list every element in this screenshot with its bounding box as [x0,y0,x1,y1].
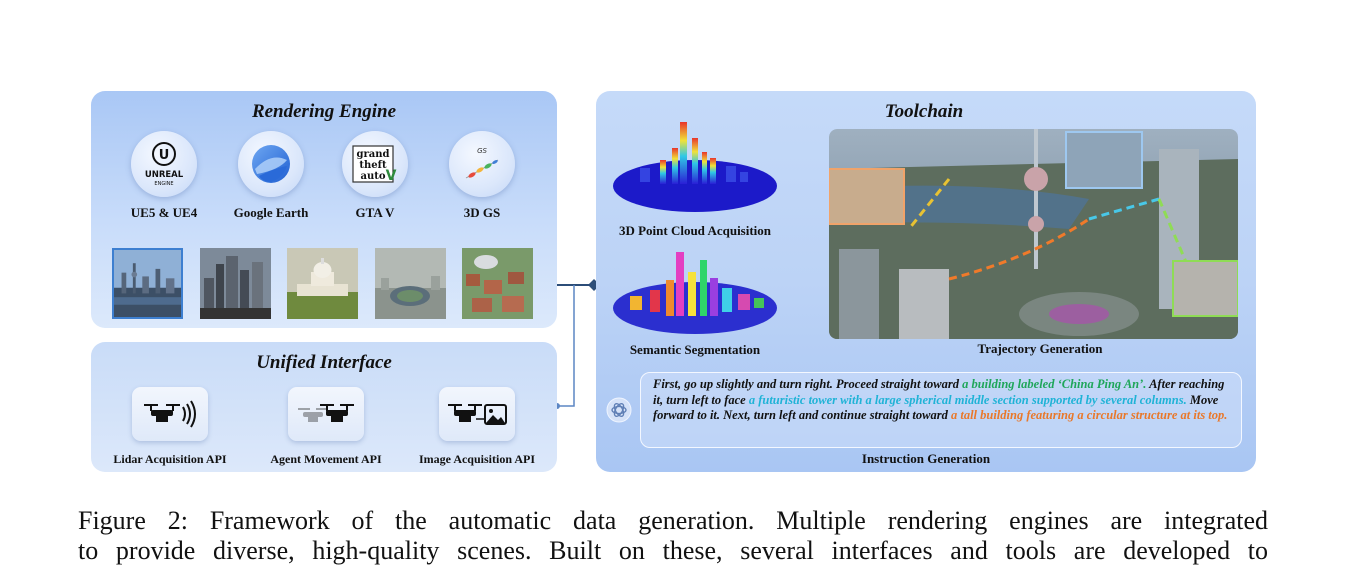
unified-interface-title: Unified Interface [256,352,392,373]
api-agent-movement: Agent Movement API [251,387,401,467]
instruction-text: First, go up slightly and turn right. Pr… [653,377,1233,424]
scene-thumbnail-city [200,248,271,319]
gta-v-icon: grand theft auto V [342,131,408,197]
api-image-acquisition: Image Acquisition API [402,387,552,467]
gaussian-splatting-icon: GS [449,131,515,197]
google-earth-icon [238,131,304,197]
drone-image-icon [439,387,515,441]
instruction-part: First, go up slightly and turn right. Pr… [653,377,963,391]
scene-thumbnail-shanghai [112,248,183,319]
unreal-logo-subtext: ENGINE [154,181,173,187]
rendering-engine-title: Rendering Engine [251,101,397,122]
ai-assistant-icon [606,397,632,423]
drone-lidar-icon [132,387,208,441]
gta-logo-text-2: theft [359,160,387,171]
svg-text:U: U [159,148,170,163]
drone-movement-icon [288,387,364,441]
api-label: Agent Movement API [270,452,382,466]
instruction-highlight-green: a building labeled ‘China Ping An’. [962,377,1147,391]
engine-unreal: U UNREAL ENGINE UE5 & UE4 [114,131,214,221]
instruction-box: First, go up slightly and turn right. Pr… [640,372,1242,448]
rendering-engine-panel: Rendering Engine U UNREAL ENGINE UE5 & U… [91,91,557,328]
toolchain-title: Toolchain [884,101,964,122]
instruction-generation-label: Instruction Generation [861,451,991,466]
instruction-part: After reaching it, turn left to face [653,377,1225,407]
api-lidar: Lidar Acquisition API [95,387,245,467]
scene-thumbnail-capitol [287,248,358,319]
engine-label: UE5 & UE4 [130,205,198,220]
gta-logo-text-3: auto [360,171,385,182]
trajectory-aerial-image [829,129,1238,339]
unreal-engine-icon: U UNREAL ENGINE [131,131,197,197]
trajectory-label: Trajectory Generation [977,341,1103,356]
engine-label: 3D GS [463,205,501,220]
engine-label: GTA V [355,205,395,220]
point-cloud-label: 3D Point Cloud Acquisition [618,223,772,238]
instruction-part: Move forward to it. Next, turn left and … [653,392,1219,423]
scene-thumbnail-campus [462,248,533,319]
scene-thumbnail-stadium [375,248,446,319]
instruction-highlight-cyan: a futuristic tower with a large spherica… [748,392,1187,407]
gs-logo-text: GS [477,147,487,155]
point-cloud-illustration [613,122,777,212]
api-label: Lidar Acquisition API [113,452,227,466]
figure-caption: Figure 2: Framework of the automatic dat… [78,506,1268,566]
semantic-segmentation-illustration [613,252,777,334]
engine-label: Google Earth [233,205,309,220]
instruction-highlight-orange: a tall building featuring a circular str… [950,408,1228,422]
api-label: Image Acquisition API [418,452,535,466]
unified-interface-panel: Unified Interface Lidar Acquisition API [91,342,557,472]
svg-text:V: V [386,168,397,184]
caption-line-2: to provide diverse, high-quality scenes.… [78,536,1268,565]
engine-3dgs: GS 3D GS [432,131,532,221]
gta-logo-text-1: grand [356,149,389,160]
engine-gta-v: grand theft auto V GTA V [325,131,425,221]
caption-line-1: Figure 2: Framework of the automatic dat… [78,506,1268,535]
segmentation-label: Semantic Segmentation [629,342,761,357]
engine-google-earth: Google Earth [221,131,321,221]
unreal-logo-text: UNREAL [145,170,184,180]
